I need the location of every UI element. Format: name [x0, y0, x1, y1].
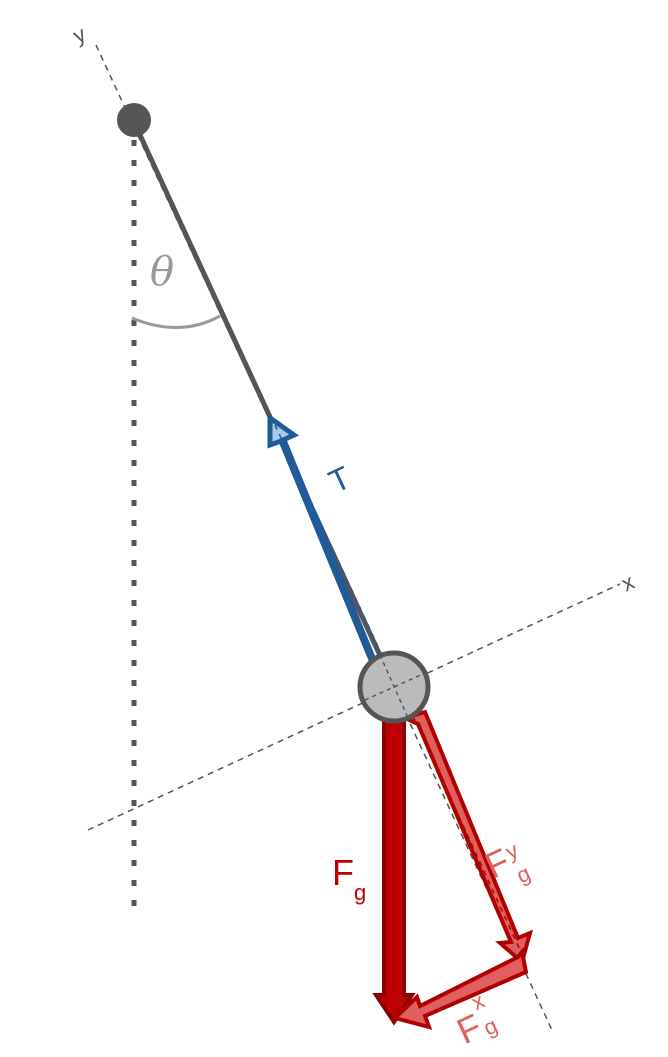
- gravity-arrow: [372, 716, 416, 1026]
- gravity-y-component-centerline: [412, 715, 521, 951]
- tension-arrow-centerline: [274, 424, 383, 656]
- tension-label: T: [323, 459, 356, 500]
- bob-center-cross-v: [379, 654, 409, 719]
- x-axis-label: x: [617, 569, 638, 596]
- svg-text:F: F: [332, 852, 354, 893]
- y-axis-label: y: [69, 21, 90, 48]
- pendulum-rod: [131, 120, 398, 690]
- angle-theta-label: θ: [150, 249, 174, 295]
- tension-arrow: [267, 413, 392, 664]
- angle-arc: [131, 314, 221, 329]
- pivot-point: [117, 103, 151, 137]
- svg-text:g: g: [354, 880, 366, 905]
- svg-text:g: g: [513, 860, 535, 888]
- bob-center-cross-h: [364, 672, 426, 701]
- x-axis-line: [87, 583, 621, 831]
- gravity-x-component-arrow: [391, 947, 529, 1030]
- gravity-label: F g: [332, 852, 366, 905]
